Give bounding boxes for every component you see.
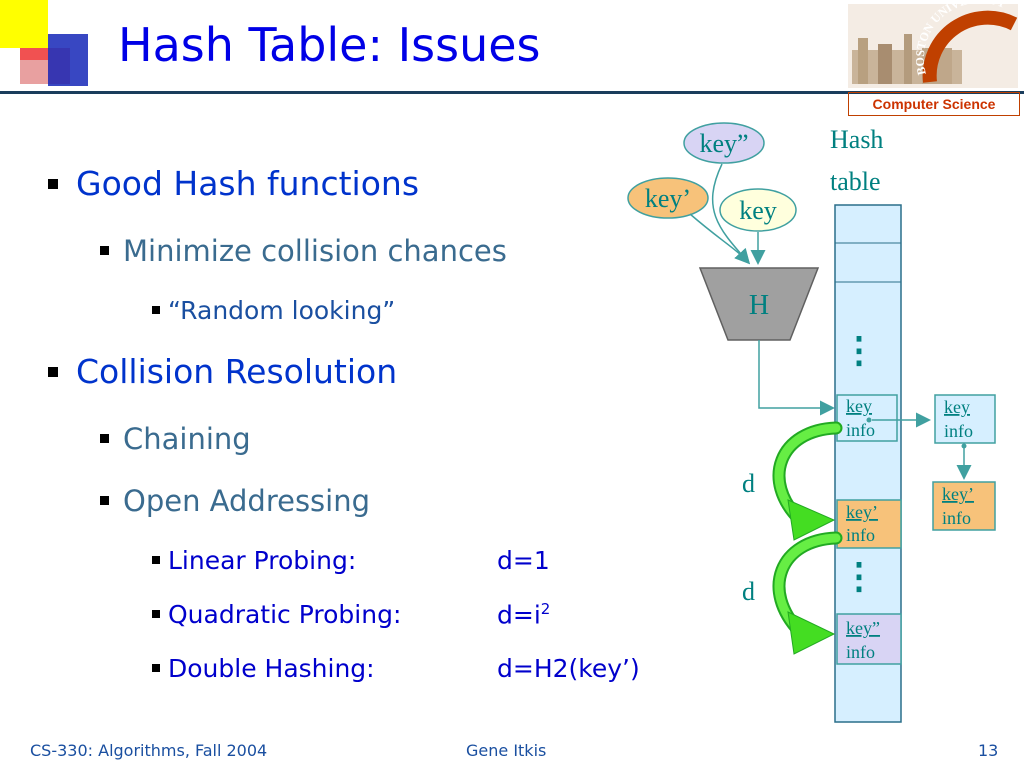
hash-table-label-table: table (830, 167, 881, 196)
bullet-collision: Collision Resolution (48, 352, 397, 391)
hash-table-label-hash: Hash (830, 125, 883, 154)
chain-node-1-key: key (944, 397, 970, 417)
quadratic-probing-value: d=i2 (497, 600, 551, 630)
probe-arrow-2-fill (774, 533, 841, 637)
key-plain-ellipse (719, 188, 797, 232)
bullet-chaining: Chaining (100, 422, 251, 456)
bullet-quadratic-probing: Quadratic Probing: (152, 600, 401, 629)
probe-arrow-1 (772, 421, 843, 527)
bullet-random: “Random looking” (152, 296, 395, 325)
probe-arrow-2 (772, 531, 843, 639)
key-plain-label: key (739, 196, 777, 225)
chain-pointer-dot (866, 417, 872, 423)
probe-arrow-1-fill (774, 423, 841, 525)
probe-distance-label-2: d (742, 577, 755, 606)
footer-author: Gene Itkis (466, 741, 547, 760)
probe-arrow-2-head (787, 611, 836, 655)
cell-key-double-info: info (846, 642, 875, 662)
double-hashing-value: d=H2(key’) (497, 654, 640, 683)
linear-probing-value: d=1 (497, 546, 550, 575)
cell-key-single-info: info (846, 525, 875, 545)
bullet-marker (152, 556, 160, 564)
bullet-marker (152, 664, 160, 672)
hash-table (834, 204, 902, 723)
probe-arrow-1-head (787, 499, 836, 541)
table-cell-key (836, 394, 898, 442)
cell-key-label: key (846, 396, 872, 416)
corner-decoration-yellow (0, 0, 48, 48)
bullet-list: Good Hash functions Minimize collision c… (48, 164, 640, 683)
bullet-marker (48, 179, 58, 189)
university-logo: BOSTON UNIVERSITY (848, 0, 1018, 88)
bullet-marker (152, 610, 160, 618)
bullet-marker (152, 306, 160, 314)
bullet-marker (100, 434, 109, 443)
arrow-key-single-to-h (689, 213, 751, 265)
table-ellipsis-bottom: ⋮ (841, 556, 877, 596)
chain-node-2-key: key’ (942, 484, 974, 504)
hash-function-funnel (698, 267, 820, 341)
slide-title: Hash Table: Issues (118, 18, 541, 72)
bullet-linear-probing: Linear Probing: (152, 546, 356, 575)
bullet-marker (100, 246, 109, 255)
bullet-open-addressing: Open Addressing (100, 484, 370, 518)
corner-decoration-pink (20, 60, 48, 84)
probe-distance-label-1: d (742, 469, 755, 498)
chain-node-1 (934, 394, 996, 444)
key-double-label: key” (699, 129, 748, 158)
bullet-marker (48, 367, 58, 377)
table-ellipsis-top: ⋮ (841, 330, 877, 370)
chain-node-2-info: info (942, 508, 971, 528)
bullet-good-hash: Good Hash functions (48, 164, 419, 203)
table-cell-key-single (836, 499, 902, 549)
chain-pointer-dot (961, 443, 967, 449)
arrow-key-double-to-h (711, 163, 750, 265)
hash-function-label: H (749, 290, 769, 321)
footer-page-number: 13 (978, 741, 999, 760)
cell-info-label: info (846, 420, 875, 440)
table-cell-key-double (836, 613, 902, 665)
chain-node-1-info: info (944, 421, 973, 441)
arrow-h-to-cell (758, 340, 835, 416)
chain-node-2 (932, 481, 996, 531)
cell-key-double-label: key” (846, 618, 880, 638)
bullet-marker (100, 496, 109, 505)
logo-subtitle: Computer Science (848, 92, 1020, 116)
footer-course: CS-330: Algorithms, Fall 2004 (30, 741, 268, 760)
bullet-minimize: Minimize collision chances (100, 234, 507, 268)
key-double-ellipse (683, 122, 765, 164)
cell-key-single-label: key’ (846, 502, 878, 522)
bullet-double-hashing: Double Hashing: (152, 654, 375, 683)
title-divider (0, 91, 1024, 94)
corner-decoration-blue (48, 34, 88, 86)
